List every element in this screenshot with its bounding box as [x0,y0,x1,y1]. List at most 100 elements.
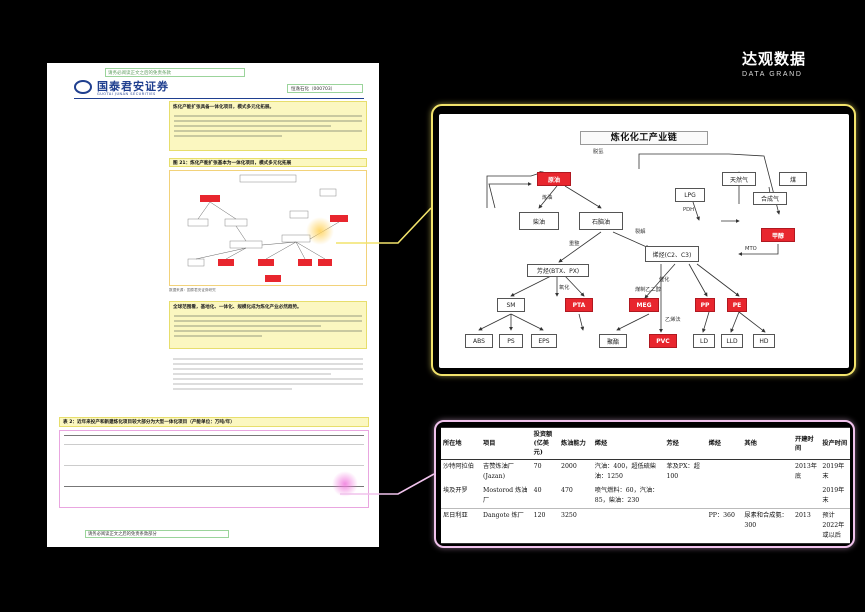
brand-name-en: DATA GRAND [742,71,803,78]
cell-start: 2013 [793,508,821,544]
cell-prod: 预计2022年或以后 [820,508,850,544]
node-ps: PS [499,334,523,348]
th-location: 所在地 [441,427,482,460]
cell-other [742,484,793,509]
node-sm: SM [497,298,525,312]
node-polyester: 聚酯 [599,334,627,348]
th-oil: 烯烃 [592,427,665,460]
edge-label-refine: 炼油 [542,195,553,201]
cell-location: 埃及开罗 [443,487,468,494]
footer-disclaimer: 请务必阅读正文之后的免责条款部分 [85,530,229,538]
node-lpg: LPG [675,188,705,202]
paragraph-3 [169,355,367,410]
table-callout[interactable]: 所在地 项目 投资额(亿美元) 炼油能力 烯烃 芳烃 烯烃 其他 开建时间 投产… [434,420,855,548]
cell-aromatics [664,508,707,544]
flowchart-title: 炼化化工产业链 [439,130,849,145]
table-header-row: 所在地 项目 投资额(亿美元) 炼油能力 烯烃 芳烃 烯烃 其他 开建时间 投产… [441,427,850,460]
header-disclaimer-link[interactable]: 请务必阅读正文之后的免责条款 [105,68,245,77]
node-syngas: 合成气 [753,192,787,205]
th-aromatics: 芳烃 [664,427,707,460]
node-meg: MEG [629,298,659,312]
node-abs: ABS [465,334,493,348]
flowchart-panel: 炼化化工产业链 [439,114,849,368]
cell-olefin: PP：360 [706,508,743,544]
table-row: 尼日利亚 Dangote 炼厂 120 3250 PP：360 尿素和合成氨：3… [441,508,850,544]
edge-label-oxidation: 氧化 [559,285,570,291]
edge-label-ethylene: 乙烯法 [665,317,681,323]
figure-title: 图 21：炼化产能扩张基本为一体化项目，模式多元化拓展 [169,158,367,167]
cell-olefin [707,460,743,485]
edge-label-cracking2: 催化 [659,277,670,283]
table-panel: 所在地 项目 投资额(亿美元) 炼油能力 烯烃 芳烃 烯烃 其他 开建时间 投产… [441,427,850,544]
node-pvc: PVC [649,334,677,348]
cell-investment: 70 [533,463,542,470]
cell-start [793,484,820,509]
edge-label-mto: MTO [745,246,757,252]
brand-name-cn: 达观数据 [742,50,807,68]
node-diesel: 柴油 [519,212,559,230]
project-table: 所在地 项目 投资额(亿美元) 炼油能力 烯烃 芳烃 烯烃 其他 开建时间 投产… [441,427,850,544]
cell-location: 尼日利亚 [441,508,482,544]
th-project: 项目 [481,427,532,460]
cell-start: 2013年底 [795,463,817,480]
table-thumbnail[interactable] [59,430,369,508]
th-investment: 投资额(亿美元) [531,427,560,460]
logo-text-en: GUOTAI JUNAN SECURITIES [97,92,156,96]
cell-project: Dangote 炼厂 [481,508,532,544]
table-row: 沙特阿拉伯 吉赞炼油厂(Jazan) 70 2000 汽油：400，超低硫柴油：… [441,460,850,485]
cell-project: 吉赞炼油厂(Jazan) [483,463,514,480]
cell-oil: 喷气燃料：60，汽油：85，柴油：230 [594,487,659,504]
node-naphtha: 石脑油 [579,212,623,230]
figure-hotspot[interactable] [306,217,334,245]
cell-prod: 2019年末 [822,487,845,504]
edge-label-reform: 重整 [569,241,580,247]
header-divider [74,98,364,99]
node-pta: PTA [565,298,593,312]
node-lld: LLD [721,334,743,348]
figure-thumbnail[interactable] [169,170,367,286]
figure-thumbnail-graphic [187,174,348,282]
cell-olefin [707,484,743,509]
cell-investment: 120 [531,508,560,544]
gtja-logo-icon [74,80,92,94]
th-other: 其他 [742,427,794,460]
node-olefins: 烯烃(C2、C3) [645,246,699,262]
cell-capacity: 2000 [561,463,577,470]
paragraph-2-title: 全球范围看，基地化、一体化、规模化成为炼化产业必然趋势。 [173,305,302,310]
th-olefin: 烯烃 [706,427,743,460]
figure-source-note: 数据来源：国泰君安证券研究 [169,288,216,292]
node-aromatics: 芳烃(BTX、PX) [527,264,589,277]
node-pe: PE [727,298,747,312]
cell-location: 沙特阿拉伯 [443,463,474,470]
node-methanol: 甲醇 [761,228,795,242]
cell-other [742,460,793,485]
logo-text-cn: 国泰君安证券 [97,80,169,93]
table-row: 埃及开罗 Mostorod 炼油厂 40 470 喷气燃料：60，汽油：85，柴… [441,484,850,509]
paragraph-1: 炼化产能扩张具备一体化项目，模式多元化拓展。 [169,101,367,151]
node-eps: EPS [531,334,557,348]
cell-capacity: 470 [561,487,573,494]
document-page[interactable]: 请务必阅读正文之后的免责条款 国泰君安证券 GUOTAI JUNAN SECUR… [47,63,379,547]
cell-aromatics: 苯及PX：超100 [666,463,700,480]
table-hotspot[interactable] [332,471,358,497]
cell-project: Mostorod 炼油厂 [483,487,528,504]
node-hd: HD [753,334,775,348]
flowchart-callout[interactable]: 炼化化工产业链 [431,104,856,376]
cell-oil: 汽油：400，超低硫柴油：1250 [594,463,657,480]
cell-investment: 40 [533,487,542,494]
th-prod: 投产时间 [820,427,850,460]
cell-capacity: 3250 [559,508,593,544]
th-capacity: 炼油能力 [559,427,593,460]
brand-logo: 达观数据 DATA GRAND [742,48,806,78]
paragraph-2: 全球范围看，基地化、一体化、规模化成为炼化产业必然趋势。 [169,301,367,349]
edge-label-dehydro: 脱氢 [593,149,604,155]
node-natgas: 天然气 [722,172,756,186]
edge-label-pdh: PDH [683,207,695,213]
paragraph-1-title: 炼化产能扩张具备一体化项目，模式多元化拓展。 [173,105,275,110]
company-ticker: 恒逸石化（000703） [287,84,363,93]
cell-prod: 2019年末 [822,463,845,480]
th-start: 开建时间 [793,427,821,460]
node-crude: 原油 [537,172,571,186]
node-ld: LD [693,334,715,348]
